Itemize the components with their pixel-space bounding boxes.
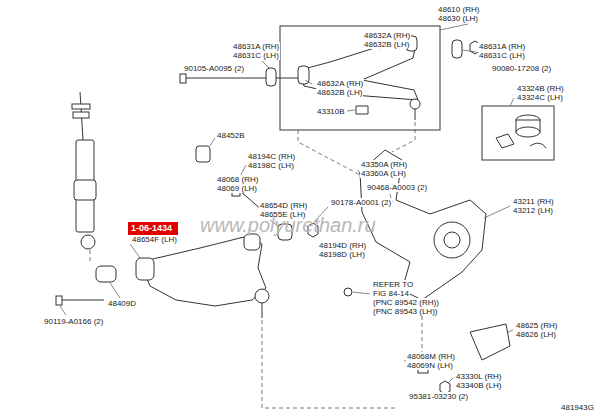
kit-frame xyxy=(482,106,554,160)
part-number: (PNC 89543 (LH)) xyxy=(372,307,438,316)
assembly-line xyxy=(392,122,415,152)
leader-line xyxy=(130,244,140,258)
cam-washer xyxy=(196,146,210,162)
part-number: REFER TO xyxy=(372,280,414,289)
cotter-pin xyxy=(530,143,546,148)
part-number: 43324B (RH) xyxy=(516,84,565,93)
leader-line xyxy=(510,98,514,106)
leader-line xyxy=(262,61,269,68)
washer xyxy=(72,104,90,109)
part-number: 48654D (RH) xyxy=(259,201,308,210)
group-frame xyxy=(280,26,440,130)
leader-line xyxy=(110,283,120,298)
upper-arm xyxy=(300,40,418,100)
part-number: 48654F (LH) xyxy=(131,235,178,244)
part-number: 90119-A0166 (2) xyxy=(43,317,104,326)
part-number: 43324C (LH) xyxy=(516,93,564,102)
part-number: 48069 (LH) xyxy=(216,184,258,193)
part-number: 48631A (RH) xyxy=(232,42,280,51)
hub-bore xyxy=(434,222,470,258)
leader-line xyxy=(508,330,513,332)
part-number: 90468-A0003 (2) xyxy=(366,183,428,192)
part-number: 43360A (LH) xyxy=(360,169,407,178)
ball-joint xyxy=(255,289,269,303)
leader-line xyxy=(60,306,66,315)
ball-stud xyxy=(262,303,263,318)
part-number: 48409D xyxy=(107,299,137,308)
leader-line xyxy=(484,206,510,218)
bolt-shaft xyxy=(62,300,104,301)
leader-line xyxy=(347,110,355,111)
leader-line xyxy=(448,378,453,383)
watermark: www.polyurethan.ru xyxy=(200,214,376,236)
shock-boot xyxy=(74,180,96,200)
leader-line xyxy=(210,138,215,146)
bracket xyxy=(470,324,510,360)
part-number: 90080-17208 (2) xyxy=(491,64,552,73)
leader-line xyxy=(353,292,370,294)
nut xyxy=(356,106,368,114)
bushing xyxy=(452,40,462,58)
part-number: 48194C (RH) xyxy=(247,152,296,161)
leader-line xyxy=(440,24,468,30)
part-number: 48198C (LH) xyxy=(247,161,295,170)
assembly-line xyxy=(298,130,362,176)
ball-stud xyxy=(415,109,416,120)
part-number: 48198D (LH) xyxy=(318,250,366,259)
shock-eye xyxy=(81,235,95,249)
part-number: 48068M (RH) xyxy=(406,352,456,361)
part-number: 48632B (LH) xyxy=(363,40,410,49)
highlight-box: 1-06-1434 xyxy=(128,222,178,235)
part-number: 43340B (LH) xyxy=(455,381,502,390)
bushing xyxy=(266,68,276,86)
boot xyxy=(516,127,540,137)
leader-line xyxy=(463,50,476,52)
ball-joint xyxy=(410,99,420,109)
part-number: 48625 (RH) xyxy=(515,321,558,330)
part-number: FIG 84-14 xyxy=(372,289,410,298)
part-number: 48610 (RH) xyxy=(437,5,480,14)
assembly-line xyxy=(262,320,395,408)
part-number: 48069N (LH) xyxy=(406,361,454,370)
part-number: 48631A (RH) xyxy=(478,42,526,51)
part-number: 48631C (LH) xyxy=(478,51,526,60)
part-number: 48194D (RH) xyxy=(318,241,367,250)
part-number: 48068 (RH) xyxy=(216,175,259,184)
part-number: 43330L (RH) xyxy=(455,372,503,381)
bolt-head xyxy=(180,74,186,83)
part-number: (PNC 89542 (RH)) xyxy=(372,298,440,307)
part-number: 48626 (LH) xyxy=(515,330,557,339)
bushing xyxy=(96,266,116,282)
steering-knuckle xyxy=(360,150,486,300)
bolt-head xyxy=(56,296,62,305)
leader-line xyxy=(305,80,312,84)
part-number: 43310B xyxy=(316,107,346,116)
part-number: 48632A (RH) xyxy=(363,31,411,40)
assembly-line xyxy=(90,250,91,264)
part-number: 90178-A0001 (2) xyxy=(330,198,392,207)
part-code: 1-06-1434 xyxy=(131,223,175,234)
bolt-head xyxy=(344,288,352,296)
part-number: 43211 (RH) xyxy=(512,197,555,206)
part-number: 481943G xyxy=(560,403,595,412)
part-number: 48632A (RH) xyxy=(316,79,364,88)
bushing xyxy=(244,234,260,250)
bolt-shaft xyxy=(186,78,298,79)
part-number: 95381-03230 (2) xyxy=(408,392,469,401)
part-number: 48632B (LH) xyxy=(316,88,363,97)
part-number: 48452B xyxy=(216,131,246,140)
part-number: 43212 (LH) xyxy=(512,206,554,215)
part-number: 48630 (LH) xyxy=(437,14,479,23)
hub-bore xyxy=(444,232,460,248)
part-number: 90105-A0095 (2) xyxy=(183,64,245,73)
clip xyxy=(496,134,514,148)
part-number: 48631C (LH) xyxy=(232,51,280,60)
part-number: 43350A (RH) xyxy=(360,160,408,169)
bushing xyxy=(136,258,154,280)
bushing xyxy=(73,112,89,118)
